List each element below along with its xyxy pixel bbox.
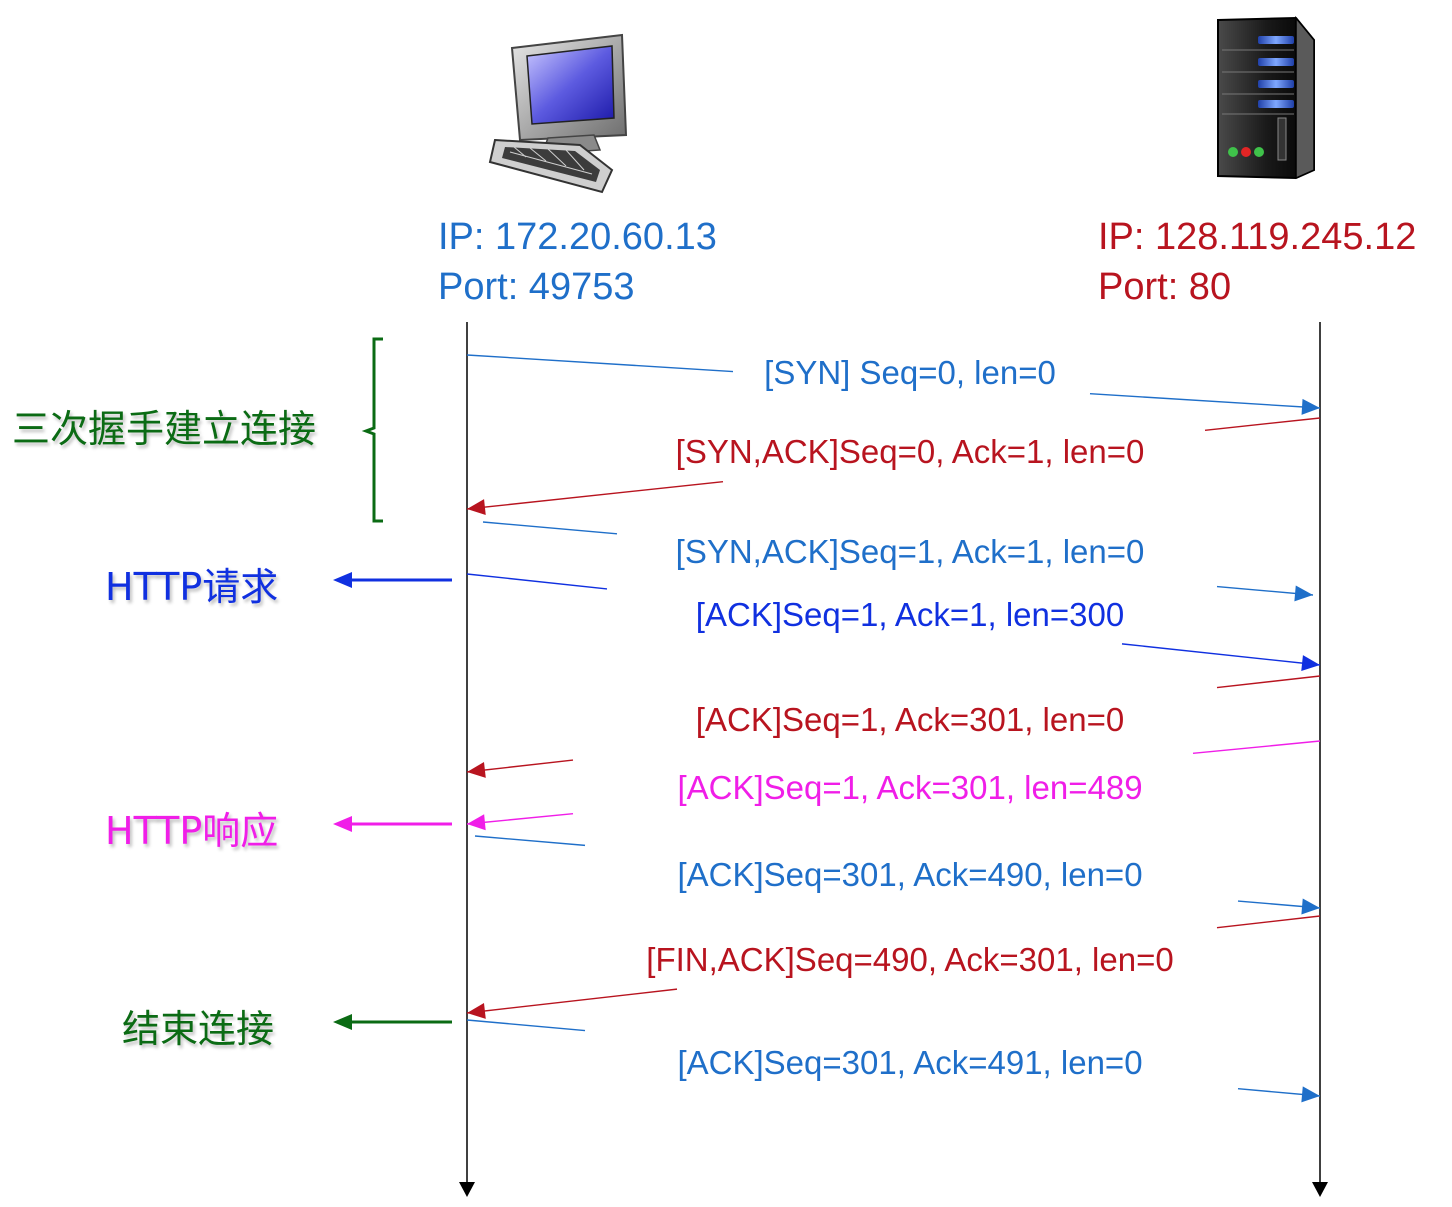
message-arrow-segment bbox=[1204, 417, 1321, 431]
server-lifeline-arrowhead bbox=[1312, 1182, 1328, 1197]
http-response-side-arrow bbox=[333, 816, 452, 832]
message-arrowhead bbox=[1301, 1086, 1320, 1103]
client-ip: IP: 172.20.60.13 bbox=[438, 216, 717, 258]
message-arrows bbox=[466, 354, 1321, 1103]
handshake-brace bbox=[361, 337, 383, 523]
message-label: [SYN,ACK]Seq=1, Ack=1, len=0 bbox=[675, 533, 1145, 570]
message-arrow-segment bbox=[1216, 675, 1321, 689]
message-arrowhead bbox=[1301, 898, 1320, 915]
http-request-side-arrow bbox=[333, 572, 452, 588]
message-arrow-segment bbox=[1089, 393, 1321, 409]
close-side-arrow bbox=[333, 1014, 452, 1030]
message-label: [ACK]Seq=1, Ack=301, len=0 bbox=[695, 701, 1125, 738]
message-label: [ACK]Seq=1, Ack=301, len=489 bbox=[677, 769, 1143, 806]
message-label: [SYN] Seq=0, len=0 bbox=[764, 354, 1056, 391]
message-arrow-segment bbox=[466, 1019, 586, 1032]
message-label: [ACK]Seq=1, Ack=1, len=300 bbox=[695, 596, 1125, 633]
message-arrow-segment bbox=[482, 521, 618, 535]
close-connection-label: 结束连接 bbox=[122, 1007, 275, 1051]
message-arrow-segment bbox=[466, 573, 608, 590]
message-arrow-segment bbox=[466, 480, 724, 510]
message-label: [ACK]Seq=301, Ack=490, len=0 bbox=[677, 856, 1143, 893]
client-port: Port: 49753 bbox=[438, 266, 635, 308]
message-arrowhead bbox=[467, 499, 486, 516]
message-arrowhead bbox=[467, 1003, 486, 1019]
http-request-label: HTTP请求 bbox=[105, 565, 279, 609]
server-ip: IP: 128.119.245.12 bbox=[1098, 216, 1417, 258]
http-response-label: HTTP响应 bbox=[105, 809, 279, 853]
server-tower-icon bbox=[1217, 15, 1315, 180]
message-arrow-segment bbox=[466, 988, 678, 1014]
message-arrowhead bbox=[467, 814, 486, 831]
message-label: [ACK]Seq=301, Ack=491, len=0 bbox=[677, 1044, 1143, 1081]
message-arrowhead bbox=[1294, 585, 1313, 602]
handshake-label: 三次握手建立连接 bbox=[12, 407, 317, 451]
message-arrow-segment bbox=[1121, 643, 1321, 666]
message-label: [FIN,ACK]Seq=490, Ack=301, len=0 bbox=[646, 941, 1174, 978]
message-arrow-segment bbox=[466, 354, 734, 373]
desktop-computer-icon bbox=[488, 33, 628, 194]
message-arrowhead bbox=[1301, 398, 1320, 415]
message-label: [SYN,ACK]Seq=0, Ack=1, len=0 bbox=[675, 433, 1145, 470]
client-lifeline-arrowhead bbox=[459, 1182, 475, 1197]
server-port: Port: 80 bbox=[1098, 266, 1232, 308]
message-arrow-segment bbox=[474, 835, 586, 847]
message-arrowhead bbox=[467, 762, 486, 778]
message-arrow-segment bbox=[1216, 915, 1321, 929]
message-arrow-segment bbox=[1192, 740, 1321, 755]
message-arrowhead bbox=[1301, 655, 1320, 672]
